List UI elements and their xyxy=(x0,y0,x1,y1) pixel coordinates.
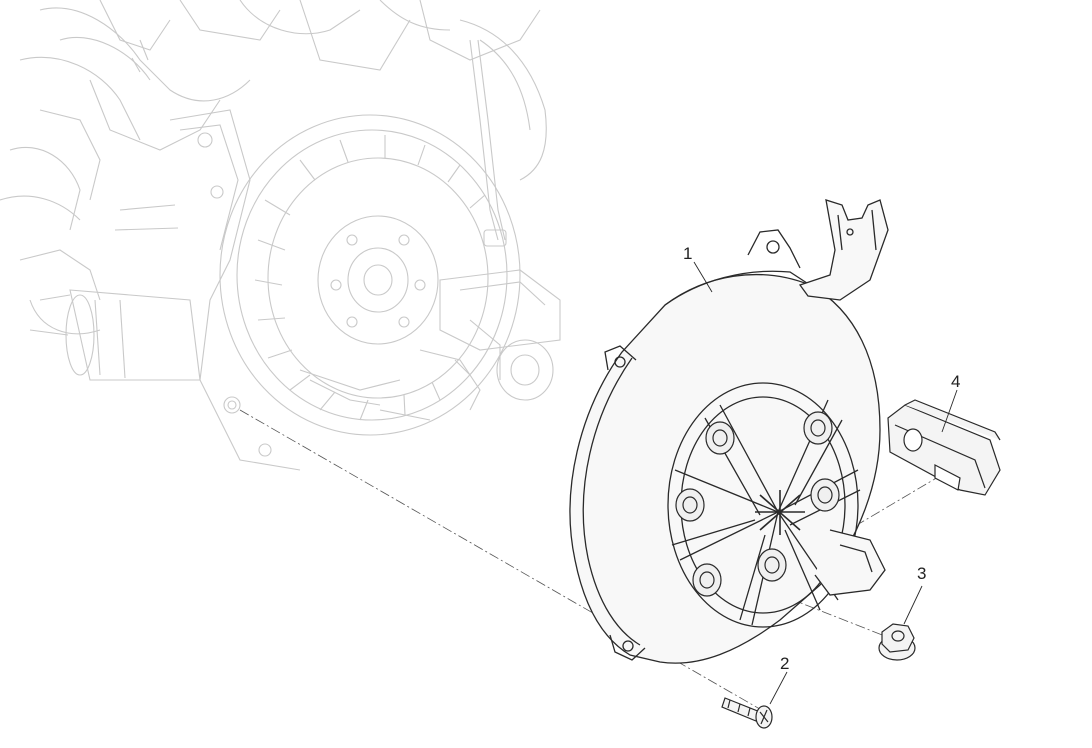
leader-lines xyxy=(693,261,958,705)
callout-part-1: 1 xyxy=(683,244,693,263)
screw-part xyxy=(721,697,773,729)
grommet-part xyxy=(887,399,1001,496)
callout-part-4: 4 xyxy=(951,372,961,391)
callout-part-3: 3 xyxy=(917,564,927,583)
engine-background-drawing xyxy=(0,0,561,471)
callout-part-2: 2 xyxy=(780,654,790,673)
flywheel-cover-part xyxy=(569,199,889,664)
cover-bolts xyxy=(675,411,840,597)
flange-nut-part xyxy=(878,623,916,661)
